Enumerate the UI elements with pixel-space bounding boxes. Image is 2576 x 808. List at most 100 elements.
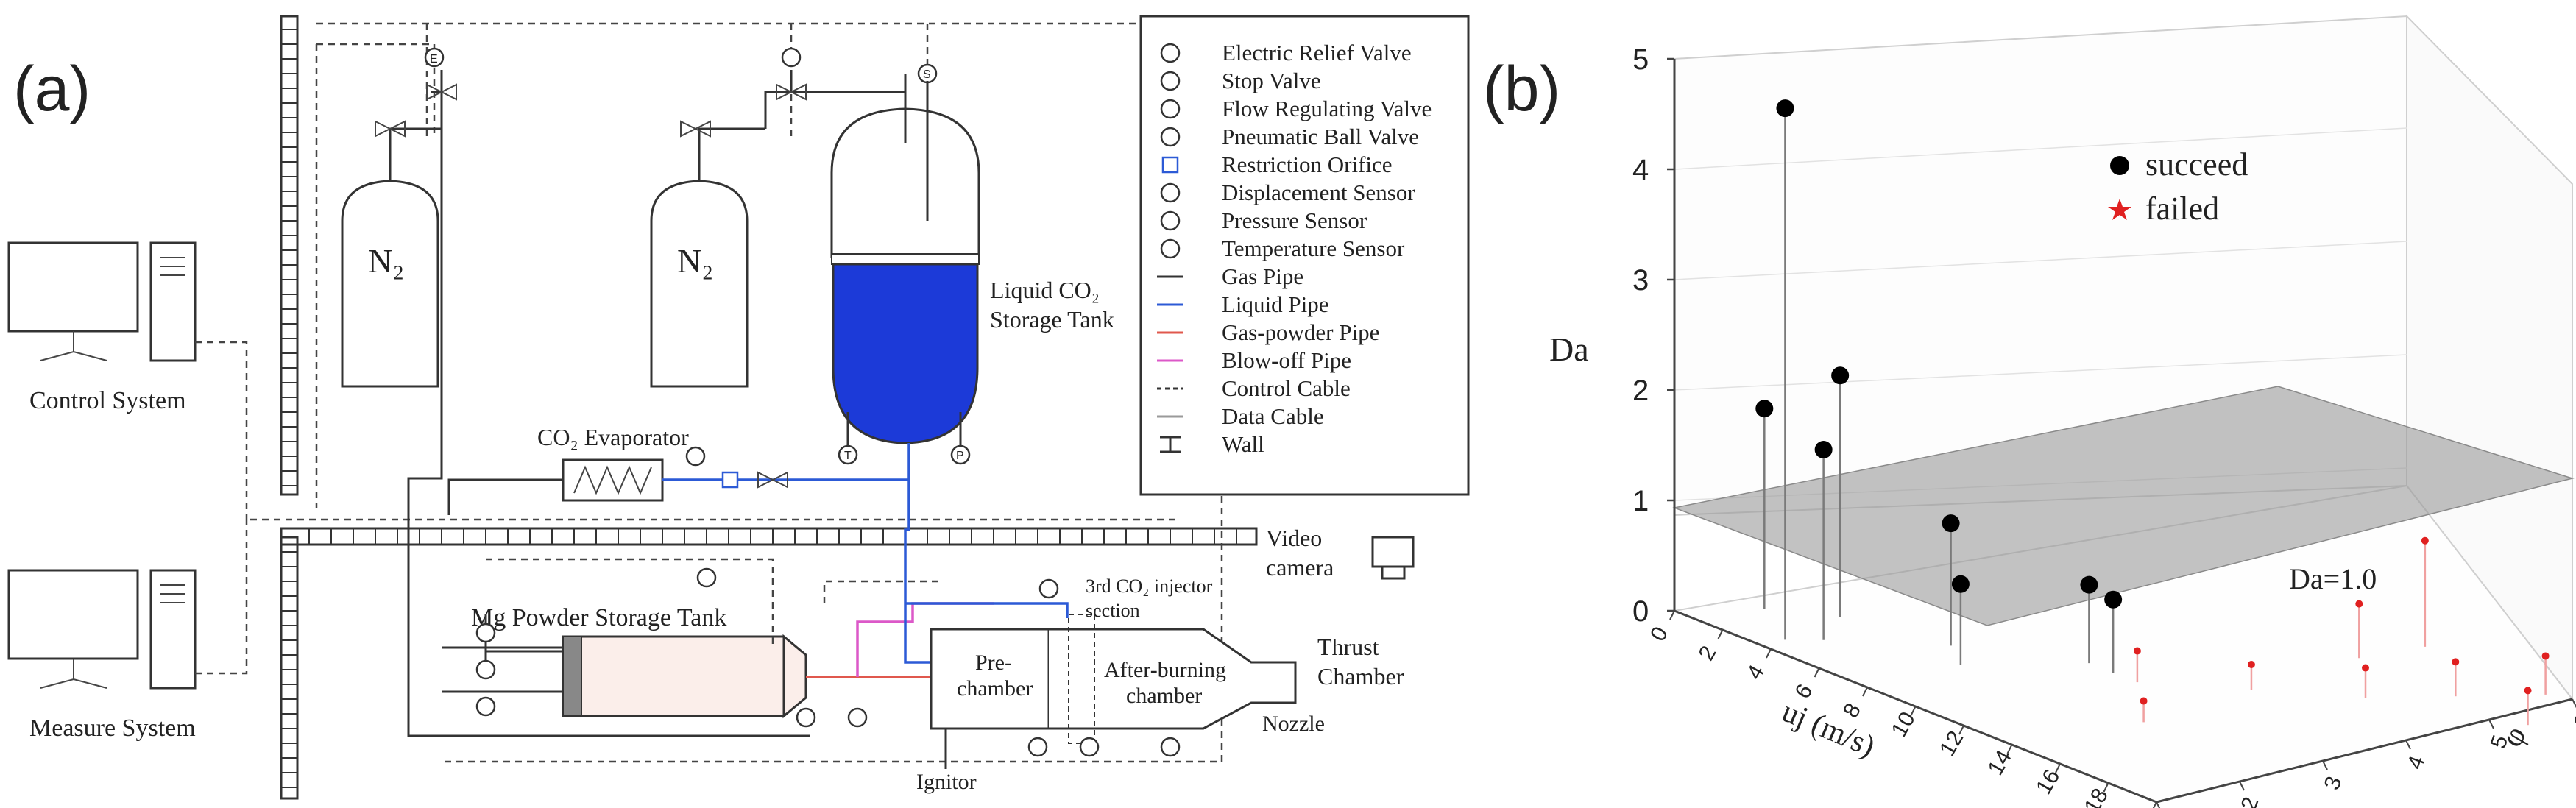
succeed-point bbox=[1942, 514, 1960, 533]
failed-point bbox=[2355, 600, 2363, 608]
legend-label-electric-relief-valve: Electric Relief Valve bbox=[1222, 40, 1412, 65]
legend-label-stop-valve: Stop Valve bbox=[1222, 68, 1321, 93]
z-tick-label: 1 bbox=[1632, 485, 1649, 517]
z-tick-label: 3 bbox=[1632, 264, 1649, 297]
legend-failed-marker bbox=[2108, 199, 2131, 220]
liquid-pipe-evaporator bbox=[662, 443, 910, 553]
legend-symbol-pneumatic-ball-valve-icon bbox=[1160, 127, 1181, 147]
afterburning-label-1: After-burning bbox=[1104, 658, 1226, 682]
control-cable-injector bbox=[823, 580, 942, 603]
x-axis-label: uj (m/s) bbox=[1777, 695, 1880, 764]
control-system-label: Control System bbox=[29, 387, 186, 414]
mg-e-sensor-2 bbox=[475, 623, 496, 643]
grid-line-z bbox=[1674, 354, 2407, 391]
mg-powder-storage-tank: Mg Powder Storage Tank bbox=[471, 604, 807, 719]
n2-left-label: N₂ bbox=[368, 242, 404, 280]
legend-label-gas-powder-pipe: Gas-powder Pipe bbox=[1222, 319, 1379, 345]
x-tick-mark bbox=[1669, 610, 1675, 620]
legend-symbol-temperature-sensor-icon bbox=[1160, 238, 1181, 259]
y-tick-mark bbox=[2322, 760, 2328, 770]
x-tick-label: 0 bbox=[1646, 623, 1673, 645]
y-tick-mark bbox=[2239, 781, 2245, 791]
chamber-pressure-2 bbox=[1079, 737, 1100, 757]
panel-a-label: (a) bbox=[13, 54, 91, 124]
legend-label-restriction-orifice: Restriction Orifice bbox=[1222, 152, 1393, 177]
x-tick-label: 18 bbox=[2080, 784, 2113, 808]
sensor-p-label: P bbox=[956, 450, 964, 462]
sensor-e-label: E bbox=[430, 53, 438, 65]
control-system-computer: Control System bbox=[7, 241, 197, 414]
n2-cylinder-left: N₂ bbox=[341, 127, 442, 388]
succeed-point bbox=[1776, 99, 1794, 118]
failed-point bbox=[2362, 664, 2369, 672]
legend-label-flow-regulating-valve: Flow Regulating Valve bbox=[1222, 96, 1432, 121]
mg-tank-label: Mg Powder Storage Tank bbox=[471, 604, 726, 631]
legend-label-blow-off-pipe: Blow-off Pipe bbox=[1222, 347, 1351, 373]
legend-label-data-cable: Data Cable bbox=[1222, 403, 1324, 429]
y-tick-mark bbox=[2156, 801, 2161, 808]
evaporator-label: CO₂ Evaporator bbox=[537, 424, 689, 450]
legend-succeed-marker bbox=[2110, 156, 2129, 175]
legend-symbol-stop-valve-icon bbox=[1160, 71, 1181, 91]
control-tower bbox=[149, 241, 197, 362]
legend-label-pneumatic-ball-valve: Pneumatic Ball Valve bbox=[1222, 124, 1419, 149]
nozzle-label: Nozzle bbox=[1262, 712, 1325, 736]
failed-point bbox=[2452, 658, 2460, 666]
succeed-point bbox=[2104, 590, 2123, 609]
failed-point bbox=[2421, 536, 2429, 545]
stop-valve-icon bbox=[375, 83, 807, 138]
n2-cylinder-right: N₂ bbox=[650, 127, 765, 388]
failed-point bbox=[2247, 661, 2255, 668]
legend-symbol-wall-icon bbox=[1160, 436, 1181, 453]
wall-horizontal bbox=[280, 527, 1258, 546]
z-tick-label: 5 bbox=[1632, 43, 1649, 76]
co2-evaporator: CO₂ Evaporator bbox=[537, 424, 689, 502]
legend-b: succeed failed bbox=[2108, 146, 2248, 227]
electric-relief-valve-icon bbox=[424, 47, 938, 84]
afterburner-body bbox=[1049, 628, 1297, 730]
plane-label: Da=1.0 bbox=[2289, 562, 2377, 595]
measure-tower bbox=[149, 569, 197, 690]
y-tick-label: 3 bbox=[2320, 773, 2347, 793]
x-tick-mark bbox=[1862, 687, 1868, 697]
gas-pipe-top-e bbox=[440, 70, 793, 92]
wall-hatch-top bbox=[281, 29, 297, 486]
legend-label-liquid-pipe: Liquid Pipe bbox=[1222, 291, 1329, 317]
legend-symbol-pressure-sensor-icon bbox=[1160, 210, 1181, 231]
da-1-plane bbox=[1672, 386, 2575, 626]
n2-right-label: N₂ bbox=[677, 242, 713, 280]
x-tick-mark bbox=[2152, 801, 2157, 808]
y-tick-mark bbox=[2572, 698, 2576, 709]
succeed-point bbox=[2080, 575, 2098, 594]
z-axis-label: Da bbox=[1549, 330, 1589, 368]
panel-b-label: (b) bbox=[1483, 54, 1560, 124]
control-cable-mg bbox=[486, 558, 774, 648]
control-cable-top-inner bbox=[315, 43, 436, 508]
legend-symbol-restriction-orifice-icon bbox=[1161, 156, 1179, 174]
legend-symbol-flow-regulating-valve-icon bbox=[1160, 99, 1181, 119]
z-tick-label: 4 bbox=[1632, 154, 1649, 186]
wall-hatch-bottom bbox=[281, 551, 297, 788]
camera-base bbox=[1381, 565, 1406, 580]
succeed-point bbox=[1951, 575, 1970, 593]
x-tick-mark bbox=[2006, 744, 2013, 754]
pneumatic-ball-valve-icon bbox=[757, 471, 788, 489]
control-monitor bbox=[7, 241, 139, 333]
injector-pressure-sensor bbox=[796, 707, 816, 728]
y-tick-label: 2 bbox=[2237, 794, 2264, 808]
chamber-pressure-1 bbox=[1027, 737, 1048, 757]
x-tick-mark bbox=[2055, 763, 2061, 773]
z-tick-label: 2 bbox=[1632, 375, 1649, 407]
mg-s-sensor bbox=[475, 659, 496, 680]
camera-body bbox=[1371, 536, 1415, 568]
sensor-s-label: S bbox=[923, 68, 931, 81]
succeed-point bbox=[1814, 441, 1833, 459]
thrust-chamber: Pre- chamber After-burning chamber 3rd C… bbox=[916, 575, 1404, 794]
x-tick-label: 14 bbox=[1984, 746, 2017, 779]
y-tick-mark bbox=[2488, 719, 2494, 729]
grid-line-z bbox=[1674, 241, 2407, 280]
